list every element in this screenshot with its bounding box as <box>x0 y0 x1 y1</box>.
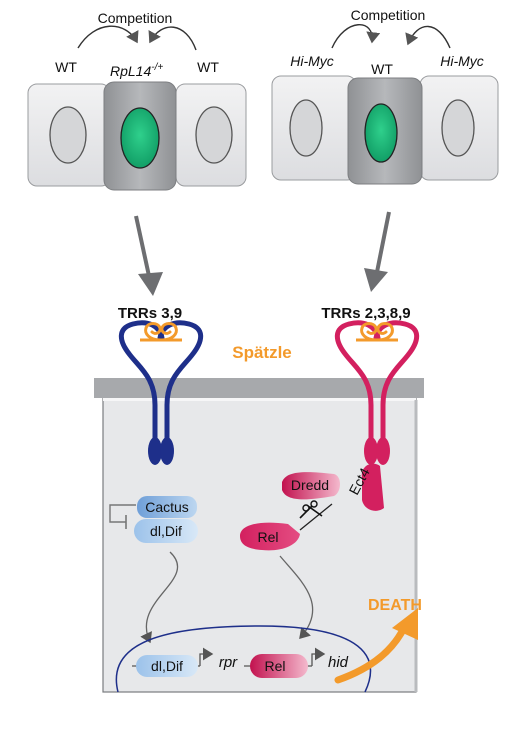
spatzle-ligand-right <box>356 322 398 342</box>
hid-gene-label: hid <box>328 654 349 671</box>
right-cell-label-wt: WT <box>371 61 393 77</box>
right-big-arrow-shaft <box>375 211 391 273</box>
rel-protein <box>240 522 300 551</box>
left-cell-label-wt1: WT <box>55 59 77 75</box>
nuclear-dl-dif-protein <box>136 655 198 677</box>
dredd-protein <box>282 472 340 500</box>
left-receptor-label: TRRs 3,9 <box>118 305 182 322</box>
left-cell-label-mutant: RpL14-/+ <box>110 62 163 79</box>
right-competition-arrow-2 <box>405 25 451 49</box>
rpr-transcription-arrow <box>199 647 214 666</box>
right-cell-label-himyc2: Hi-Myc <box>440 53 484 69</box>
cactus-inhibition-bracket <box>109 504 136 523</box>
right-receptor-label: TRRs 2,3,8,9 <box>321 305 410 322</box>
right-nucleus-green <box>364 103 398 163</box>
right-nucleus-himyc2 <box>441 99 475 157</box>
cactus-label: Cactus <box>145 499 189 515</box>
right-competition-label: Competition <box>351 7 426 23</box>
left-competition-label: Competition <box>98 10 173 26</box>
pink-receptor-tir-right <box>376 437 390 465</box>
right-cell-label-himyc1: Hi-Myc <box>290 53 334 69</box>
left-competition-arrow-2 <box>148 26 197 51</box>
death-label: DEATH <box>368 597 422 614</box>
left-competition-panel: Competition WT RpL14-/+ WT <box>27 10 247 191</box>
plasma-membrane <box>94 378 424 398</box>
dl-dif-translocation-arrow <box>140 551 179 644</box>
cactus-protein <box>137 496 197 518</box>
left-nucleus-wt1 <box>49 106 87 164</box>
rpr-gene-label: rpr <box>219 654 238 671</box>
nuclear-dl-dif-label: dl,Dif <box>151 658 183 674</box>
left-competition-arrow-1 <box>77 25 139 49</box>
nuclear-rel-label: Rel <box>264 658 285 674</box>
left-cell-label-wt2: WT <box>197 59 219 75</box>
hid-transcription-arrow <box>311 647 326 666</box>
nuclear-rel-protein <box>250 654 308 678</box>
left-big-arrow-shaft <box>134 215 151 277</box>
dl-dif-label: dl,Dif <box>150 523 182 539</box>
spatzle-ligand-left <box>140 322 182 342</box>
right-competition-arrow-1 <box>331 24 381 49</box>
blue-receptor-tir-left <box>148 437 162 465</box>
right-nucleus-himyc1 <box>289 99 323 157</box>
pink-receptor-tir-left <box>364 437 378 465</box>
scissors-icon <box>299 500 323 519</box>
blue-receptor-tir-right <box>160 437 174 465</box>
nucleus-envelope <box>115 625 372 693</box>
left-big-arrow-head <box>138 272 163 296</box>
rel-label: Rel <box>257 529 278 545</box>
spatzle-label: Spätzle <box>232 343 292 362</box>
left-nucleus-wt2 <box>195 106 233 164</box>
death-arrow-head <box>392 608 418 640</box>
dredd-label: Dredd <box>291 477 329 493</box>
dl-dif-protein <box>134 519 198 543</box>
right-big-arrow-head <box>364 268 388 292</box>
left-nucleus-green <box>120 107 160 169</box>
dredd-cleavage-line <box>299 503 333 531</box>
rel-translocation-arrow <box>279 555 314 639</box>
ect4-protein <box>361 463 384 511</box>
right-competition-panel: Competition Hi-Myc WT Hi-Myc <box>271 7 499 185</box>
cell-body-highlight <box>103 397 416 401</box>
